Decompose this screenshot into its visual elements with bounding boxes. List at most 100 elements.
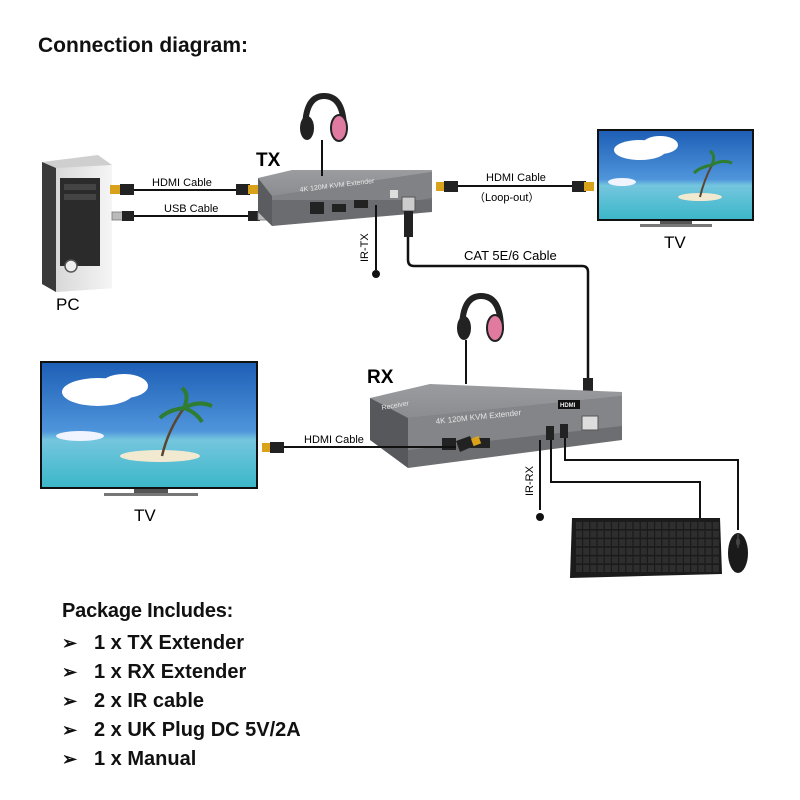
keyboard-key xyxy=(705,539,712,547)
keyboard-key xyxy=(691,539,698,547)
keyboard-key xyxy=(655,547,662,555)
package-includes: Package Includes: ➢1 x TX Extender ➢1 x … xyxy=(62,600,301,774)
keyboard-key xyxy=(619,539,626,547)
keyboard-key xyxy=(576,539,582,547)
keyboard-key xyxy=(612,547,618,555)
keyboard-key xyxy=(583,556,590,564)
keyboard-key xyxy=(684,565,690,572)
keyboard-key xyxy=(698,547,705,555)
keyboard-key xyxy=(597,556,604,564)
tv-left xyxy=(40,361,258,496)
keyboard-key xyxy=(583,539,590,547)
keyboard-key xyxy=(698,565,705,572)
keyboard-key xyxy=(626,539,633,547)
tv-top-label: TV xyxy=(664,233,686,252)
keyboard-key xyxy=(633,547,640,555)
keyboard-key xyxy=(655,530,662,538)
keyboard-key xyxy=(619,547,626,555)
keyboard-key xyxy=(712,565,719,572)
keyboard-key xyxy=(597,539,604,547)
ir-tx-label: IR-TX xyxy=(359,233,371,262)
keyboard-key xyxy=(662,539,669,547)
keyboard-key xyxy=(604,539,611,547)
keyboard-key xyxy=(604,565,611,572)
arrow-bullet-icon: ➢ xyxy=(62,662,78,682)
keyboard-key xyxy=(590,565,597,572)
keyboard-key xyxy=(691,565,698,572)
keyboard-key xyxy=(705,556,712,564)
keyboard-key xyxy=(612,539,618,547)
tx-headphones-icon xyxy=(300,92,348,176)
keyboard-key xyxy=(705,565,712,572)
pc-tower xyxy=(42,155,112,292)
keyboard-key xyxy=(604,530,611,538)
keyboard-key xyxy=(640,547,647,555)
hdmi-cable-pc-label: HDMI Cable xyxy=(152,177,212,189)
keyboard-key xyxy=(712,556,719,564)
keyboard-key xyxy=(655,522,662,529)
pc-hdmi-cable xyxy=(110,184,258,195)
keyboard-key xyxy=(684,539,690,547)
keyboard-key xyxy=(669,547,676,555)
keyboard-key xyxy=(684,547,690,555)
keyboard-key xyxy=(698,530,705,538)
package-item-label: 1 x Manual xyxy=(94,748,197,770)
keyboard-key xyxy=(640,539,647,547)
keyboard-key xyxy=(676,530,683,538)
usb-cable-label: USB Cable xyxy=(164,203,218,215)
keyboard-key xyxy=(655,565,662,572)
ir-rx-label: IR-RX xyxy=(524,465,536,496)
keyboard-key xyxy=(662,547,669,555)
loop-out-label: （Loop-out） xyxy=(474,191,539,204)
keyboard-key xyxy=(669,522,676,529)
keyboard-key xyxy=(705,522,712,529)
keyboard-key xyxy=(669,556,676,564)
keyboard-key xyxy=(662,565,669,572)
keyboard-key xyxy=(698,556,705,564)
keyboard-key xyxy=(633,565,640,572)
keyboard-key xyxy=(705,530,712,538)
keyboard-key xyxy=(633,556,640,564)
keyboard-key xyxy=(648,539,654,547)
rx-hdmi-cable xyxy=(262,435,482,453)
keyboard-key xyxy=(604,522,611,529)
hdmi-cable-rx-label: HDMI Cable xyxy=(304,434,364,446)
keyboard-key xyxy=(590,547,597,555)
keyboard-key xyxy=(684,556,690,564)
keyboard-key xyxy=(590,539,597,547)
keyboard-key xyxy=(626,556,633,564)
hdmi-cable-loop-label: HDMI Cable xyxy=(486,172,546,184)
pc-label: PC xyxy=(56,295,80,314)
cat-cable-label: CAT 5E/6 Cable xyxy=(464,248,557,263)
keyboard-key xyxy=(576,547,582,555)
keyboard-key xyxy=(612,556,618,564)
arrow-bullet-icon: ➢ xyxy=(62,633,78,653)
ir-tx-cable xyxy=(372,205,380,278)
rx-headphones-icon xyxy=(457,292,504,384)
keyboard-key xyxy=(648,522,654,529)
keyboard-key xyxy=(590,530,597,538)
arrow-bullet-icon: ➢ xyxy=(62,691,78,711)
keyboard-key xyxy=(597,565,604,572)
package-item-label: 2 x UK Plug DC 5V/2A xyxy=(94,719,301,741)
keyboard-key xyxy=(626,522,633,529)
keyboard-key xyxy=(576,556,582,564)
package-item-label: 1 x TX Extender xyxy=(94,632,245,654)
keyboard-key xyxy=(698,522,705,529)
keyboard-key xyxy=(676,565,683,572)
keyboard-key xyxy=(604,556,611,564)
keyboard-key xyxy=(619,565,626,572)
keyboard-key xyxy=(583,522,590,529)
keyboard-key xyxy=(676,522,683,529)
keyboard-key xyxy=(676,556,683,564)
keyboard-key xyxy=(583,565,590,572)
keyboard-key xyxy=(705,547,712,555)
keyboard-key xyxy=(684,522,690,529)
keyboard-key xyxy=(619,530,626,538)
keyboard-key xyxy=(648,565,654,572)
list-item: ➢1 x Manual xyxy=(62,745,301,774)
keyboard-key xyxy=(691,530,698,538)
keyboard-key xyxy=(691,556,698,564)
keyboard-key xyxy=(612,565,618,572)
package-list: ➢1 x TX Extender ➢1 x RX Extender ➢2 x I… xyxy=(62,629,301,774)
